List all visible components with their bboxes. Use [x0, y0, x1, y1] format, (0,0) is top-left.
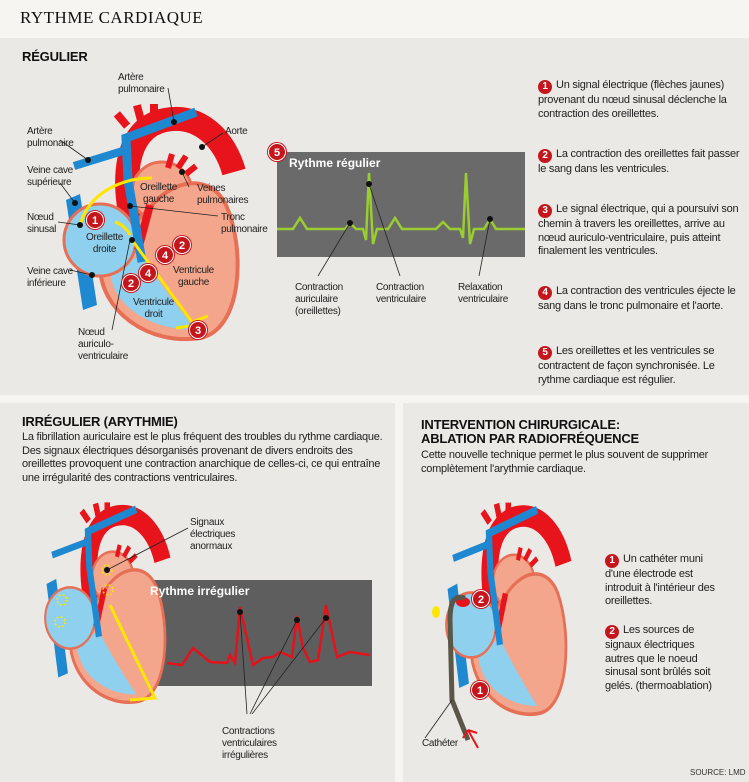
step-badge-4: 4 [156, 246, 174, 264]
section-heading-regular: RÉGULIER [22, 49, 88, 64]
label-veine-cave-inferieure: Veine cave inférieure [27, 266, 73, 289]
label-veines-pulmonaires: Veines pulmonaires [197, 183, 249, 206]
ecg-badge-5: 5 [268, 143, 286, 161]
ecg-regular-leaders [317, 183, 491, 277]
label-relaxation-ventriculaire: Relaxation ventriculaire [458, 282, 509, 305]
step-text: Un signal électrique (flèches jaunes) pr… [538, 79, 727, 120]
abnormal-signal-icons [54, 564, 114, 628]
ecg-irregular-leaders [239, 611, 327, 715]
label-artere-pulmonaire-left: Artère pulmonaire [27, 126, 74, 149]
label-ventricule-droit: Ventricule droit [133, 297, 174, 320]
step-number: 4 [538, 286, 552, 300]
step-badge-4: 4 [139, 264, 157, 282]
ecg-regular-markers [347, 181, 493, 226]
step-number: 5 [538, 346, 552, 360]
insertion-arrow-icon [462, 729, 479, 749]
ablation-badge-2: 2 [472, 590, 490, 608]
ablation-badge-1: 1 [471, 681, 489, 699]
catheter [447, 594, 471, 741]
label-artere-pulmonaire: Artère pulmonaire [118, 72, 165, 95]
label-noeud-sinusal: Nœud sinusal [27, 212, 57, 235]
surgery-description: Cette nouvelle technique permet le plus … [421, 449, 709, 475]
source-credit: SOURCE: LMD [690, 768, 746, 777]
step-text: Les oreillettes et les ventricules se co… [538, 345, 715, 386]
label-contraction-ventriculaire: Contraction ventriculaire [376, 282, 427, 305]
label-catheter: Cathéter [422, 738, 458, 749]
step-number: 3 [538, 204, 552, 218]
step-text: La contraction des oreillettes fait pass… [538, 148, 740, 175]
label-oreillette-gauche: Oreillette gauche [140, 182, 178, 205]
label-oreillette-droite: Oreillette droite [86, 232, 124, 255]
ecg-regular-box [277, 152, 525, 257]
step-badge-1: 1 [86, 211, 104, 229]
section-heading-surgery: INTERVENTION CHIRURGICALE: ABLATION PAR … [421, 417, 640, 446]
heart-diagram-irregular [45, 502, 165, 702]
label-contraction-auriculaire: Contraction auriculaire (oreillettes) [295, 282, 343, 317]
step-text: La contraction des ventricules éjecte le… [538, 285, 736, 312]
leader-lines [57, 87, 224, 331]
label-noeud-auriculo-ventriculaire: Nœud auriculo- ventriculaire [78, 327, 129, 362]
step-number: 2 [605, 625, 619, 639]
step-text: Les sources de signaux électriques autre… [605, 624, 712, 692]
conduction-path-2 [108, 604, 158, 702]
step-badge-2: 2 [173, 236, 191, 254]
label-ventricule-gauche: Ventricule gauche [173, 265, 214, 288]
ecg-irregular-title: Rythme irrégulier [150, 584, 250, 598]
irregular-description: La fibrillation auriculaire est le plus … [22, 431, 383, 484]
step-badge-3: 3 [189, 321, 207, 339]
ecg-regular-title: Rythme régulier [289, 156, 381, 170]
heart-diagram-ablation [446, 503, 566, 715]
ecg-irregular-trace [166, 604, 371, 668]
step-number: 1 [538, 80, 552, 94]
label-tronc-pulmonaire: Tronc pulmonaire [221, 212, 268, 235]
label-contractions-irregulieres: Contractions ventriculaires irrégulières [222, 726, 277, 761]
label-signaux-electriques: Signaux électriques anormaux [190, 517, 236, 552]
step-number: 1 [605, 554, 619, 568]
label-aorte: Aorte [225, 126, 248, 137]
step-text: Un cathéter muni d'une électrode est int… [605, 553, 715, 607]
step-badge-2: 2 [122, 274, 140, 292]
label-veine-cave-superieure: Veine cave supérieure [27, 165, 73, 188]
section-heading-irregular: IRRÉGULIER (ARYTHMIE) [22, 414, 178, 429]
step-number: 2 [538, 149, 552, 163]
step-text: Le signal électrique, qui a poursuivi so… [538, 203, 739, 257]
page-title: RYTHME CARDIAQUE [20, 8, 204, 27]
ecg-regular-trace [277, 172, 525, 245]
